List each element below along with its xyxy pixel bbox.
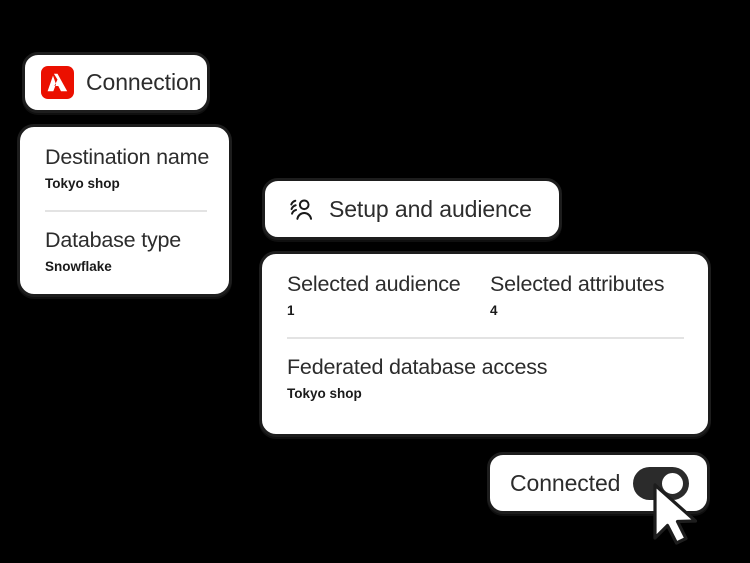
selected-attributes-stat: Selected attributes 4: [490, 272, 664, 320]
federated-access-value: Tokyo shop: [287, 385, 362, 401]
setup-and-audience-pill[interactable]: Setup and audience: [262, 178, 562, 240]
connection-toggle[interactable]: [633, 466, 689, 500]
connection-label: Connection: [86, 69, 202, 95]
destination-name-field: Destination name Tokyo shop: [45, 145, 210, 193]
selected-audience-value: 1: [287, 303, 295, 319]
database-type-field: Database type Snowflake: [45, 228, 207, 276]
selected-attributes-value: 4: [490, 303, 498, 319]
selected-audience-stat: Selected audience 1: [287, 272, 490, 320]
federated-access-title: Federated database access: [287, 354, 548, 379]
toggle-knob: [660, 470, 685, 496]
adobe-logo-icon: [41, 66, 74, 99]
audience-divider: [287, 336, 684, 339]
destination-card: Destination name Tokyo shop Database typ…: [17, 124, 232, 297]
connected-label: Connected: [510, 469, 621, 496]
destination-name-value: Tokyo shop: [45, 176, 120, 192]
database-type-title: Database type: [45, 227, 182, 252]
audience-group-icon: [290, 199, 313, 220]
audience-stats-row: Selected audience 1 Selected attributes …: [287, 272, 684, 320]
connected-status-card[interactable]: Connected: [487, 452, 710, 514]
destination-divider: [45, 209, 207, 212]
selected-audience-title: Selected audience: [287, 272, 461, 296]
selected-attributes-title: Selected attributes: [490, 272, 665, 296]
audience-details-card: Selected audience 1 Selected attributes …: [259, 251, 711, 437]
database-type-value: Snowflake: [45, 258, 112, 274]
destination-name-title: Destination name: [45, 145, 210, 169]
connection-pill[interactable]: Connection: [22, 52, 210, 113]
setup-and-audience-label: Setup and audience: [329, 195, 532, 222]
federated-access-field: Federated database access Tokyo shop: [287, 355, 684, 403]
